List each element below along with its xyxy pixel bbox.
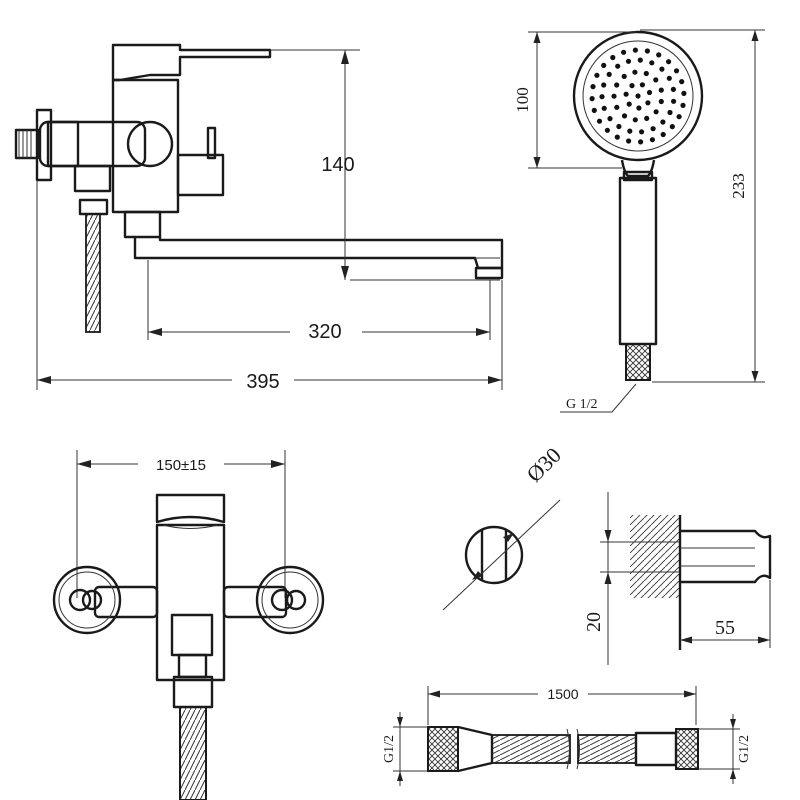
spray-hole	[660, 119, 666, 125]
spray-hole	[621, 73, 627, 79]
spray-hole	[590, 84, 596, 90]
spray-hole	[626, 101, 632, 107]
spray-hole	[604, 127, 611, 133]
spray-hole	[632, 117, 638, 123]
spray-hole	[614, 134, 620, 140]
spray-hole	[614, 104, 620, 110]
dimension-100: 100	[513, 31, 636, 169]
spray-hole	[653, 109, 659, 115]
spray-hole	[629, 83, 635, 89]
spray-hole	[679, 79, 685, 85]
spray-hole	[632, 47, 639, 53]
spray-hole	[681, 90, 687, 96]
spray-hole	[653, 77, 659, 83]
spray-hole	[671, 98, 677, 104]
spray-hole	[601, 82, 607, 88]
spray-hole	[658, 87, 664, 93]
dimension-395-label: 395	[246, 371, 279, 393]
spray-hole	[673, 68, 680, 74]
dimension-20-label: 20	[583, 612, 605, 632]
dimension-320: 320	[147, 260, 491, 344]
shower-hose-icon: 1500 G1/2 G1/2	[382, 684, 752, 786]
dimension-140: 140	[270, 49, 500, 281]
spray-hole	[610, 54, 616, 61]
spray-hole	[639, 129, 645, 135]
spray-hole	[666, 75, 672, 81]
spray-hole	[601, 105, 607, 111]
spray-hole	[594, 72, 600, 78]
spray-hole	[616, 123, 622, 130]
spray-hole	[646, 89, 653, 96]
spray-hole	[659, 66, 665, 72]
thread-callout-label: G 1/2	[566, 397, 598, 412]
spray-hole	[591, 107, 597, 113]
dimension-150-label: 150±15	[156, 457, 206, 474]
spray-hole	[606, 71, 612, 77]
spray-hole	[669, 124, 675, 130]
spray-hole	[658, 98, 664, 105]
spray-hole	[615, 63, 621, 69]
spray-hole	[680, 102, 686, 108]
dimension-395: 395	[36, 180, 503, 393]
dimension-233: 233	[640, 29, 765, 383]
spray-hole	[611, 93, 617, 99]
dimension-233-label: 233	[729, 173, 748, 199]
spray-hole	[649, 60, 655, 66]
faucet-side-view-icon	[14, 43, 504, 333]
spray-hole	[667, 109, 673, 116]
wall-mount-section-icon: 20 55	[583, 492, 772, 665]
dimension-140-label: 140	[321, 154, 354, 176]
spray-hole	[601, 62, 607, 68]
spray-hole	[676, 114, 682, 120]
spray-hole	[625, 58, 632, 64]
spray-hole	[614, 82, 620, 88]
spray-hole	[656, 52, 662, 58]
spray-hole	[639, 82, 646, 88]
thread-callout: G 1/2	[560, 383, 637, 413]
hose-left-thread-label: G1/2	[382, 735, 397, 763]
spray-hole	[643, 70, 649, 77]
spray-hole	[666, 59, 672, 65]
spray-hole	[649, 137, 656, 143]
spray-hole	[635, 93, 641, 99]
spray-hole	[637, 57, 643, 63]
hose-right-thread-label: G1/2	[737, 735, 752, 763]
eccentric-connector-icon: Ø30	[442, 442, 566, 611]
spray-hole	[636, 105, 642, 111]
faucet-front-view-icon: 150±15	[52, 450, 325, 800]
dimension-320-label: 320	[308, 321, 341, 343]
dimension-100-label: 100	[513, 87, 532, 113]
spray-hole	[650, 126, 656, 132]
dimension-1500-label: 1500	[547, 686, 578, 702]
spray-hole	[644, 115, 650, 121]
spray-hole	[670, 86, 677, 92]
dimension-55-label: 55	[715, 617, 735, 639]
spray-hole	[621, 113, 628, 119]
spray-hole	[660, 131, 666, 138]
spray-hole	[596, 118, 603, 124]
spray-hole	[599, 94, 605, 100]
spray-hole	[626, 138, 632, 144]
spray-hole	[607, 116, 613, 122]
spray-hole	[589, 96, 595, 102]
spray-hole	[645, 100, 651, 106]
spray-hole	[623, 91, 629, 97]
diameter-30-label: Ø30	[521, 442, 565, 486]
spray-hole	[638, 139, 644, 145]
spray-hole	[644, 48, 651, 54]
spray-hole	[627, 128, 633, 134]
spray-hole	[621, 49, 627, 55]
spray-hole	[632, 69, 638, 75]
hand-shower-icon	[572, 30, 704, 381]
